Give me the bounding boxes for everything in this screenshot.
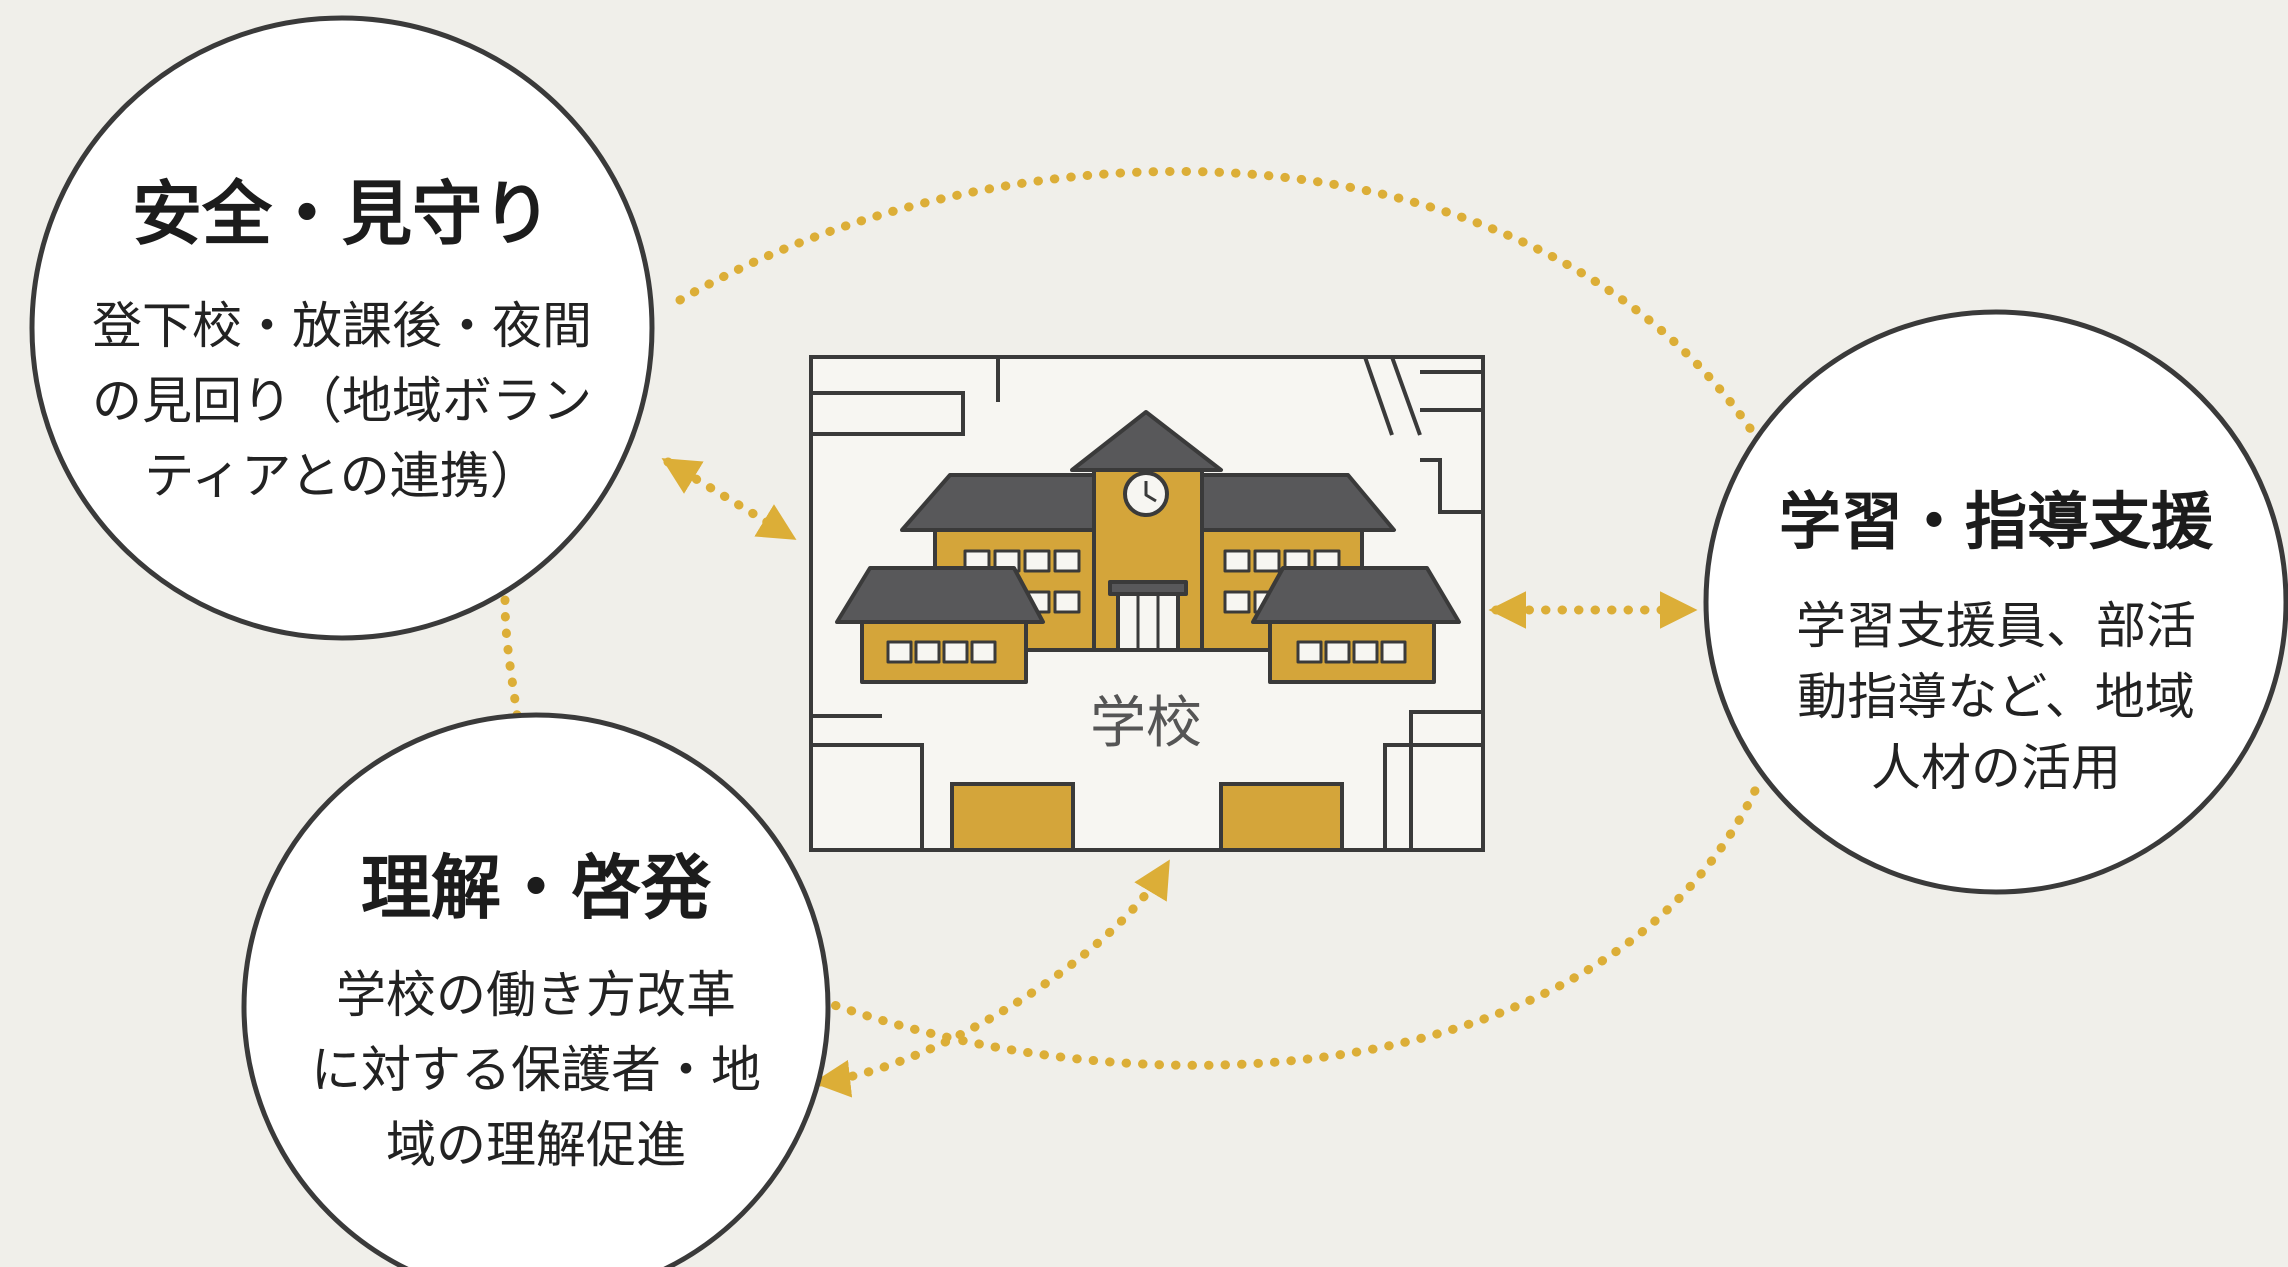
playground-block-right — [1219, 782, 1344, 852]
left-wing-roof — [835, 566, 1045, 624]
node-learning: 学習・指導支援 学習支援員、部活 動指導など、地域 人材の活用 — [1703, 309, 2288, 895]
right-wing-roof — [1251, 566, 1461, 624]
left-wing-windows — [886, 640, 997, 664]
node-safety-line-1: 登下校・放課後・夜間 — [92, 297, 592, 355]
arrow-safety-school — [661, 457, 797, 541]
connector-understanding-learning — [815, 775, 1765, 1070]
school-illustration: 学校 — [809, 355, 1485, 852]
node-understanding-circle — [241, 712, 831, 1267]
node-learning-line-3: 人材の活用 — [1871, 739, 2121, 797]
school-building — [835, 410, 1461, 684]
arrow-understanding-school — [812, 859, 1171, 1098]
connector-safety-understanding — [500, 595, 525, 745]
node-safety-circle — [29, 15, 655, 641]
node-safety: 安全・見守り 登下校・放課後・夜間 の見回り（地域ボラン ティアとの連携） — [29, 15, 655, 641]
clock-hands — [1144, 481, 1157, 503]
node-learning-line-2: 動指導など、地域 — [1797, 668, 2195, 726]
node-safety-line-2: の見回り（地域ボラン — [92, 372, 592, 430]
map-street-lines — [811, 356, 1483, 850]
node-understanding-title: 理解・啓発 — [361, 847, 712, 929]
right-wing-windows — [1296, 640, 1407, 664]
node-learning-line-1: 学習支援員、部活 — [1796, 597, 2196, 655]
node-safety-title: 安全・見守り — [132, 173, 552, 255]
node-learning-circle — [1703, 309, 2288, 895]
node-safety-line-3: ティアとの連携） — [144, 447, 540, 505]
node-learning-title: 学習・指導支援 — [1779, 485, 2214, 558]
entrance-door — [1116, 592, 1180, 652]
playground-block-left — [950, 782, 1075, 852]
node-understanding-line-1: 学校の働き方改革 — [336, 966, 736, 1024]
school-label: 学校 — [1090, 691, 1202, 756]
node-understanding-line-3: 域の理解促進 — [386, 1116, 686, 1174]
connector-lines — [500, 166, 1765, 1098]
right-wing — [1268, 620, 1436, 684]
node-understanding-line-2: に対する保護者・地 — [311, 1041, 761, 1099]
node-understanding: 理解・啓発 学校の働き方改革 に対する保護者・地 域の理解促進 — [241, 712, 831, 1267]
